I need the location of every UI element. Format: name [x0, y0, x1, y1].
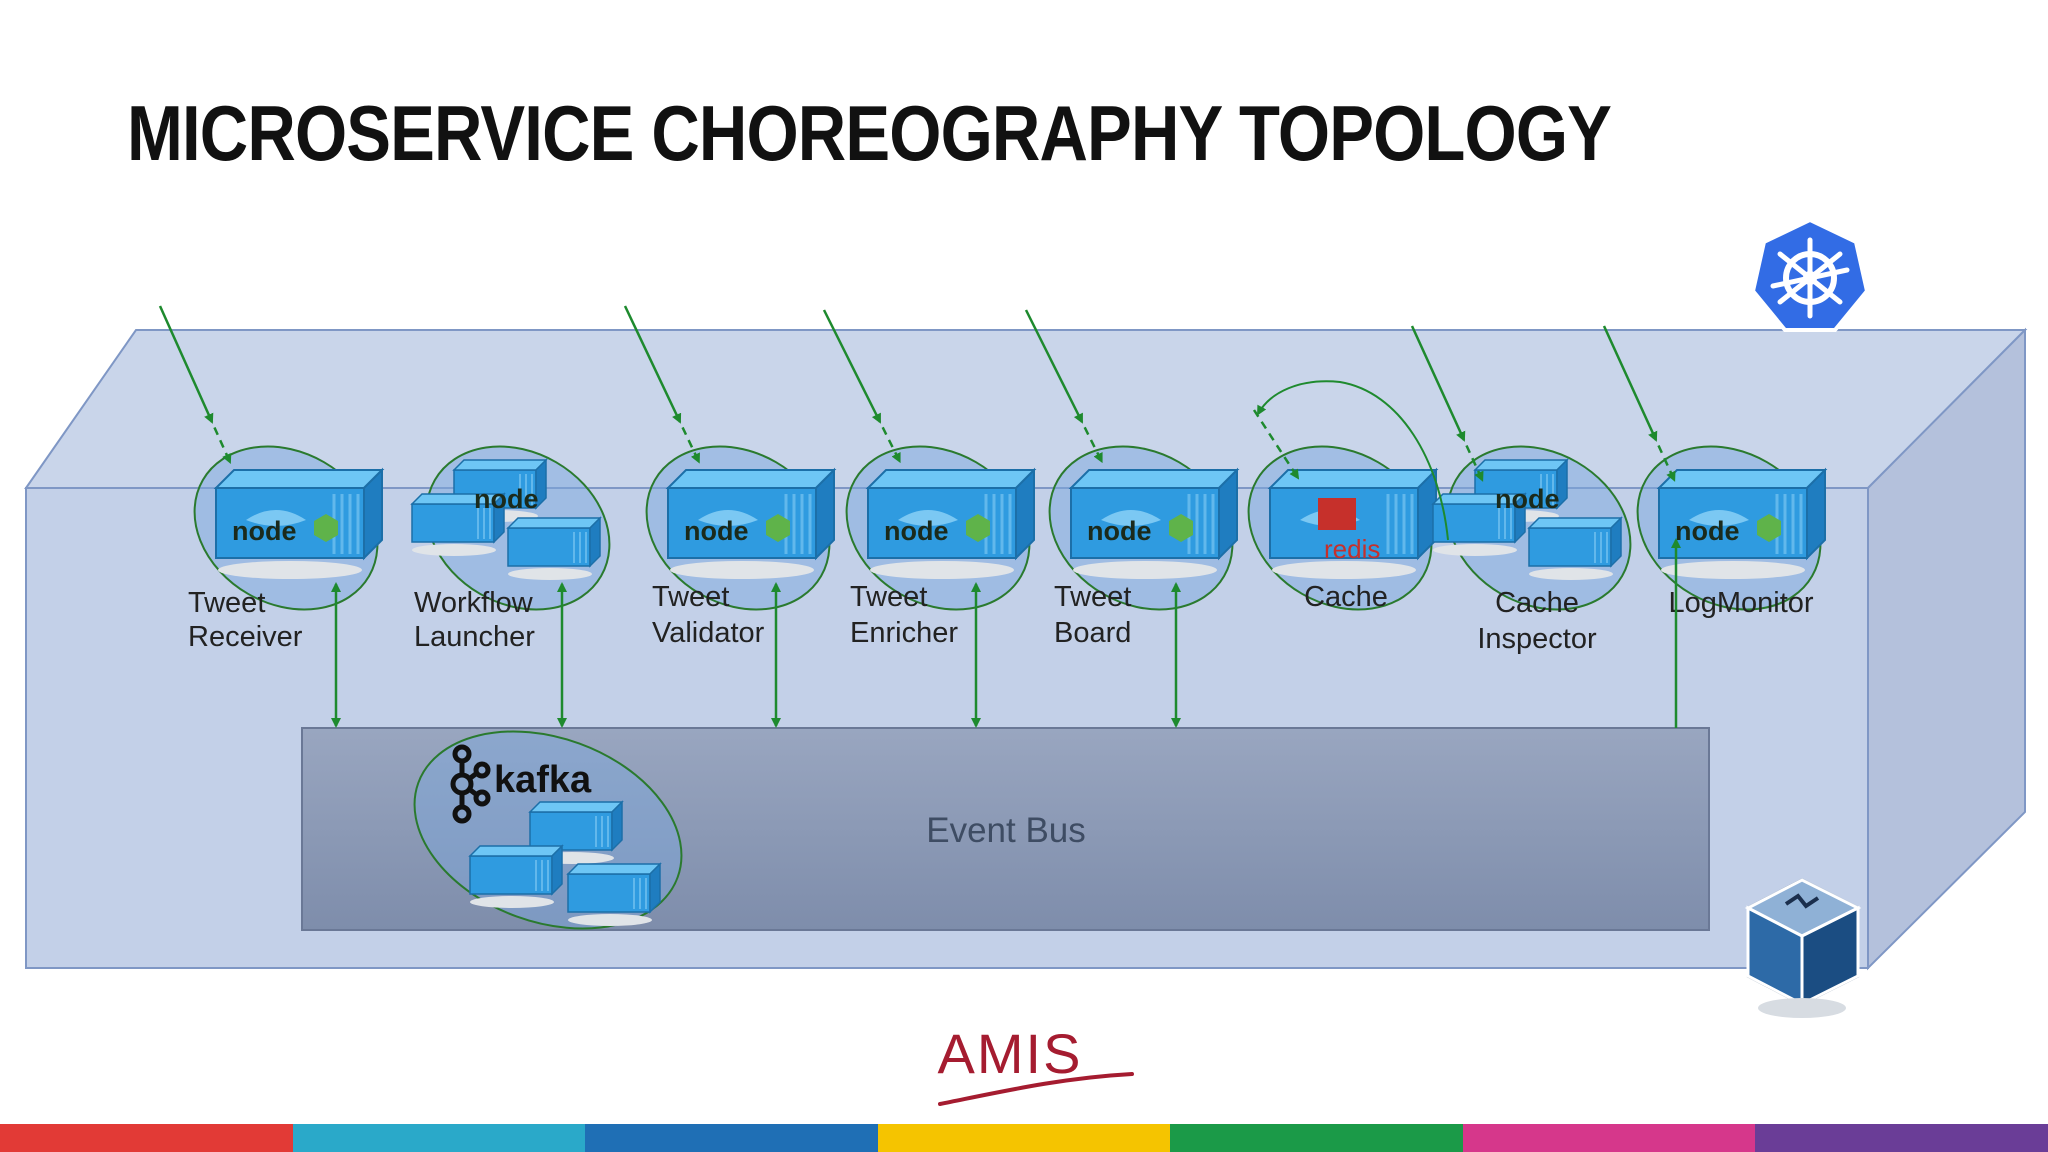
node-logo: node	[1495, 484, 1560, 514]
cache-loop-arrow	[1257, 380, 1449, 541]
redis-icon	[1318, 498, 1356, 530]
inbound-arrow-dashed	[1083, 426, 1103, 464]
service-label: Workflow	[414, 587, 534, 619]
inbound-arrow-dashed	[681, 426, 700, 464]
service-label: Validator	[652, 617, 765, 649]
inbound-arrow-dashed	[213, 426, 232, 464]
inbound-arrow	[158, 305, 214, 424]
service-label: Tweet	[1054, 581, 1131, 613]
amis-logo: AMIS	[938, 1022, 1134, 1106]
footer-bar-segment	[1755, 1124, 2048, 1152]
nodejs-icon	[766, 514, 790, 542]
kubernetes-icon	[1750, 217, 1870, 332]
service-label: Cache	[1304, 581, 1388, 613]
footer-bar-segment	[877, 1124, 1172, 1152]
kafka-cluster: kafka	[413, 730, 683, 930]
inbound-arrow	[1024, 309, 1084, 424]
inbound-arrow-dashed	[1657, 444, 1676, 482]
node-logo: node	[1675, 516, 1740, 546]
inbound-arrow	[1410, 325, 1466, 442]
service-label: LogMonitor	[1668, 587, 1813, 619]
footer-bar-segment	[585, 1124, 879, 1152]
nodejs-icon	[966, 514, 990, 542]
footer-bar-segment	[1462, 1124, 1757, 1152]
nodejs-icon	[1757, 514, 1781, 542]
service-label: Cache	[1495, 587, 1579, 619]
inbound-arrow-dashed	[881, 426, 901, 464]
service-label: Tweet	[850, 581, 927, 613]
nodejs-icon	[1169, 514, 1193, 542]
kafka-label: kafka	[494, 759, 592, 801]
service-label: Inspector	[1477, 623, 1597, 655]
node-logo: node	[884, 516, 949, 546]
inbound-arrow	[623, 305, 682, 424]
footer-bar-segment	[1170, 1124, 1464, 1152]
service-label: Receiver	[188, 621, 303, 653]
svg-text:AMIS: AMIS	[938, 1022, 1083, 1085]
service-label: Board	[1054, 617, 1131, 649]
inbound-arrow-dashed	[1465, 444, 1484, 482]
redis-logo: redis	[1324, 534, 1380, 564]
kafka-icon	[450, 744, 491, 824]
service-label: Launcher	[414, 621, 535, 653]
node-logo: node	[684, 516, 749, 546]
footer-bar-segment	[292, 1124, 587, 1152]
virtualbox-icon	[1744, 878, 1862, 1018]
event-bus-label: Event Bus	[926, 811, 1086, 850]
service-label: Enricher	[850, 617, 958, 649]
footer-bar-segment	[0, 1124, 294, 1152]
slide-title: MICROSERVICE CHOREOGRAPHY TOPOLOGY	[127, 89, 1612, 177]
inbound-arrow	[822, 309, 882, 424]
node-logo: node	[1087, 516, 1152, 546]
node-logo: node	[474, 484, 539, 514]
service-label: Tweet	[652, 581, 729, 613]
inbound-arrow	[1602, 325, 1658, 442]
service-label: Tweet	[188, 587, 265, 619]
node-logo: node	[232, 516, 297, 546]
nodejs-icon	[314, 514, 338, 542]
